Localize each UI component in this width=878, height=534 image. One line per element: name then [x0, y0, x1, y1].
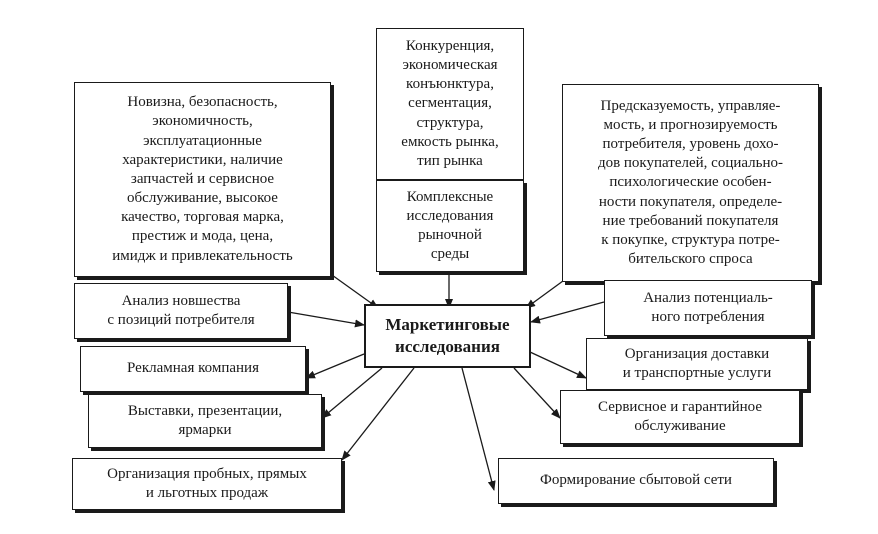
arrow-center-to-service [513, 367, 561, 419]
trial-sales-box: Организация пробных, прямых и льготных п… [72, 458, 342, 510]
advertising-box: Рекламная компания [80, 346, 306, 392]
arrow-center-to-distribution [461, 367, 496, 491]
arrow-center-to-exhibitions [321, 367, 383, 419]
marketing-research-center: Маркетинговые исследования [364, 304, 531, 368]
delivery-box: Организация доставки и транспортные услу… [586, 338, 808, 390]
potential-consumption-box: Анализ потенциаль- ного потребления [604, 280, 812, 336]
product-features-box: Новизна, безопасность, экономичность, эк… [74, 82, 331, 277]
innovation-analysis-box: Анализ новшества с позиций потребителя [74, 283, 288, 339]
exhibitions-box: Выставки, презентации, ярмарки [88, 394, 322, 448]
arrow-left-analysis-to-center [287, 311, 365, 328]
arrow-center-to-delivery [529, 351, 587, 379]
market-research-box: Комплексные исследования рыночной среды [376, 180, 524, 272]
arrow-center-to-advertising [305, 353, 365, 379]
distribution-box: Формирование сбытовой сети [498, 458, 774, 504]
arrow-right-analysis-to-center [530, 301, 605, 324]
consumer-behavior-box: Предсказуемость, управляе- мость, и прог… [562, 84, 819, 282]
arrow-center-to-trial-sales [341, 367, 415, 461]
service-box: Сервисное и гарантийное обслуживание [560, 390, 800, 444]
competition-box: Конкуренция, экономическая конъюнктура, … [376, 28, 524, 180]
